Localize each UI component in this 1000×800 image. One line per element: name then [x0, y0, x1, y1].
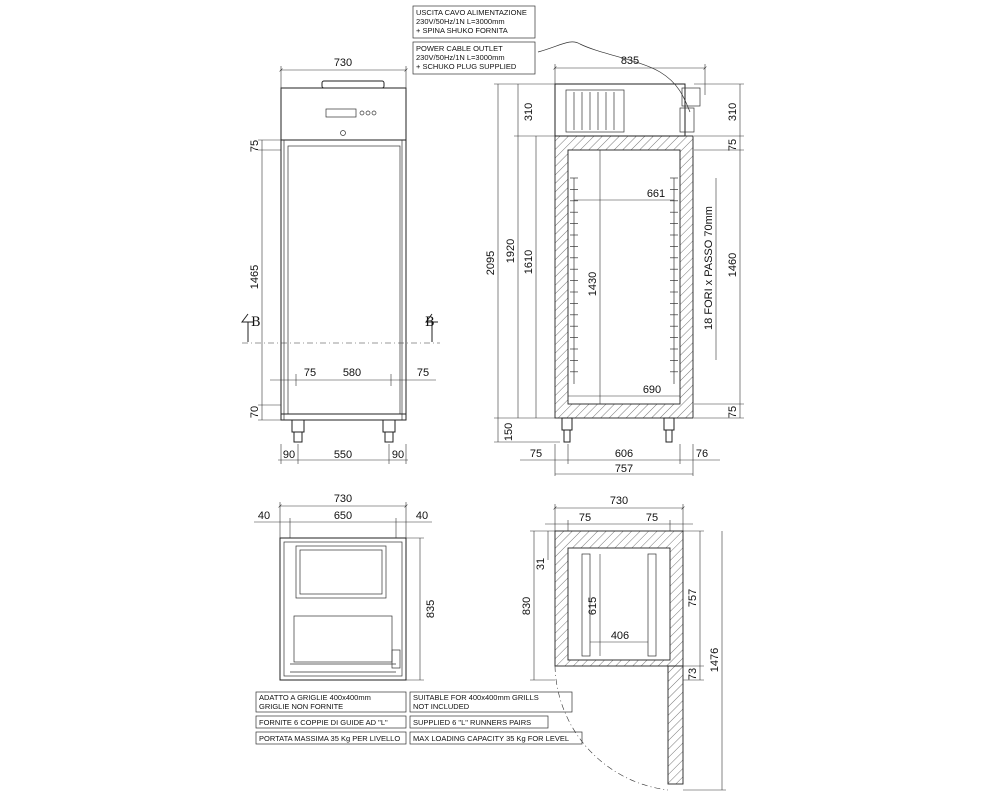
dim-bottom-left: 75 — [530, 448, 542, 460]
lock-icon — [340, 130, 346, 136]
dim-plan-73: 73 — [687, 668, 699, 680]
dim-plan-width: 730 — [610, 495, 628, 507]
dim-plan-wall-left: 75 — [579, 512, 591, 524]
note-grid-it-2: GRIGLIE NON FORNITE — [259, 702, 343, 711]
plan-door — [667, 665, 684, 785]
compressor-unit — [554, 83, 686, 137]
dim-top-width: 730 — [334, 493, 352, 505]
svg-text:+ SCHUKO PLUG SUPPLIED: + SCHUKO PLUG SUPPLIED — [416, 62, 517, 71]
dim-height-internal: 1430 — [587, 272, 599, 296]
leg-left — [291, 419, 305, 433]
dim-plan-406: 406 — [611, 630, 629, 642]
dim-front-width: 730 — [334, 57, 352, 69]
dim-top-mid: 650 — [334, 510, 352, 522]
front-view: B B 730 75 1465 70 75 580 75 90 550 90 — [241, 57, 440, 464]
plan-section: 730 75 75 830 31 615 406 757 73 1476 — [521, 495, 726, 791]
top-unit — [295, 545, 387, 599]
dim-door-top: 75 — [249, 140, 261, 152]
svg-text:230V/50Hz/1N L=3000mm: 230V/50Hz/1N L=3000mm — [416, 17, 505, 26]
note-runners-it: FORNITE 6 COPPIE DI GUIDE AD "L" — [259, 718, 388, 727]
dim-leg-right: 90 — [392, 449, 404, 461]
note-load-en: MAX LOADING CAPACITY 35 Kg FOR LEVEL — [413, 734, 569, 743]
top-body — [279, 537, 407, 681]
note-grid-en-2: NOT INCLUDED — [413, 702, 470, 711]
dim-holes-label: 18 FORI x PASSO 70mm — [703, 206, 715, 330]
display — [325, 108, 357, 118]
cable-leader — [537, 41, 691, 113]
dim-top-depth: 835 — [425, 600, 437, 618]
dim-height-body: 1920 — [505, 239, 517, 263]
dim-top-left: 40 — [258, 510, 270, 522]
svg-text:POWER CABLE OUTLET: POWER CABLE OUTLET — [416, 44, 503, 53]
dim-height-total: 2095 — [485, 251, 497, 275]
dim-bottom-right: 76 — [696, 448, 708, 460]
note-grid-it-1: ADATTO A GRIGLIE 400x400mm — [259, 693, 371, 702]
svg-text:USCITA CAVO ALIMENTAZIONE: USCITA CAVO ALIMENTAZIONE — [416, 8, 527, 17]
dim-plan-wall-right: 75 — [646, 512, 658, 524]
dim-height-cabinet: 1610 — [523, 250, 535, 274]
dim-margin-right: 75 — [417, 367, 429, 379]
dim-inner-width: 580 — [343, 367, 361, 379]
side-leg-right — [663, 417, 675, 431]
plan-chamber — [567, 547, 671, 661]
dim-top-right: 40 — [416, 510, 428, 522]
notes-table: ADATTO A GRIGLIE 400x400mm GRIGLIE NON F… — [255, 691, 583, 745]
dim-plan-830: 830 — [521, 597, 533, 615]
dim-top-wall: 75 — [727, 139, 739, 151]
svg-text:230V/50Hz/1N L=3000mm: 230V/50Hz/1N L=3000mm — [416, 53, 505, 62]
vent-grille — [681, 87, 701, 107]
dim-bottom-total: 757 — [615, 463, 633, 475]
control-panel — [280, 87, 407, 141]
dim-plan-1476: 1476 — [709, 648, 721, 672]
dim-bottom-mid: 606 — [615, 448, 633, 460]
side-leg-left — [561, 417, 573, 431]
note-runners-en: SUPPLIED 6 "L" RUNNERS PAIRS — [413, 718, 531, 727]
runner-ticks — [570, 177, 678, 373]
dim-leg-left: 90 — [283, 449, 295, 461]
dim-plan-757: 757 — [687, 589, 699, 607]
dim-plan-615: 615 — [587, 597, 599, 615]
dim-inner-bottom: 690 — [643, 384, 661, 396]
section-label-b-left: B — [251, 315, 261, 330]
door-swing-arc — [554, 665, 669, 791]
top-handle — [321, 80, 385, 89]
dim-bottom-wall: 75 — [727, 406, 739, 418]
dim-leg-span: 550 — [334, 449, 352, 461]
side-section: 835 2095 1920 1610 310 150 1430 661 690 … — [485, 55, 744, 476]
note-grid-en-1: SUITABLE FOR 400x400mm GRILLS — [413, 693, 539, 702]
svg-text:+ SPINA SHUKO FORNITA: + SPINA SHUKO FORNITA — [416, 26, 508, 35]
dim-unit-right: 310 — [727, 103, 739, 121]
dim-holes-height: 1460 — [727, 253, 739, 277]
cable-notes: USCITA CAVO ALIMENTAZIONE 230V/50Hz/1N L… — [412, 5, 691, 113]
note-load-it: PORTATA MASSIMA 35 Kg PER LIVELLO — [259, 734, 400, 743]
dim-inner-top: 661 — [647, 188, 665, 200]
leg-right — [382, 419, 396, 433]
dim-unit-left: 310 — [523, 103, 535, 121]
dim-bottom-gap: 70 — [249, 406, 261, 418]
dim-depth-total: 835 — [621, 55, 639, 67]
dim-plan-31: 31 — [535, 558, 547, 570]
dim-door-height: 1465 — [249, 265, 261, 289]
inner-chamber — [567, 149, 681, 405]
dim-margin-left: 75 — [304, 367, 316, 379]
dim-feet: 150 — [503, 423, 515, 441]
top-view: 730 40 650 40 835 — [254, 493, 437, 681]
section-label-b-right: B — [425, 315, 435, 330]
